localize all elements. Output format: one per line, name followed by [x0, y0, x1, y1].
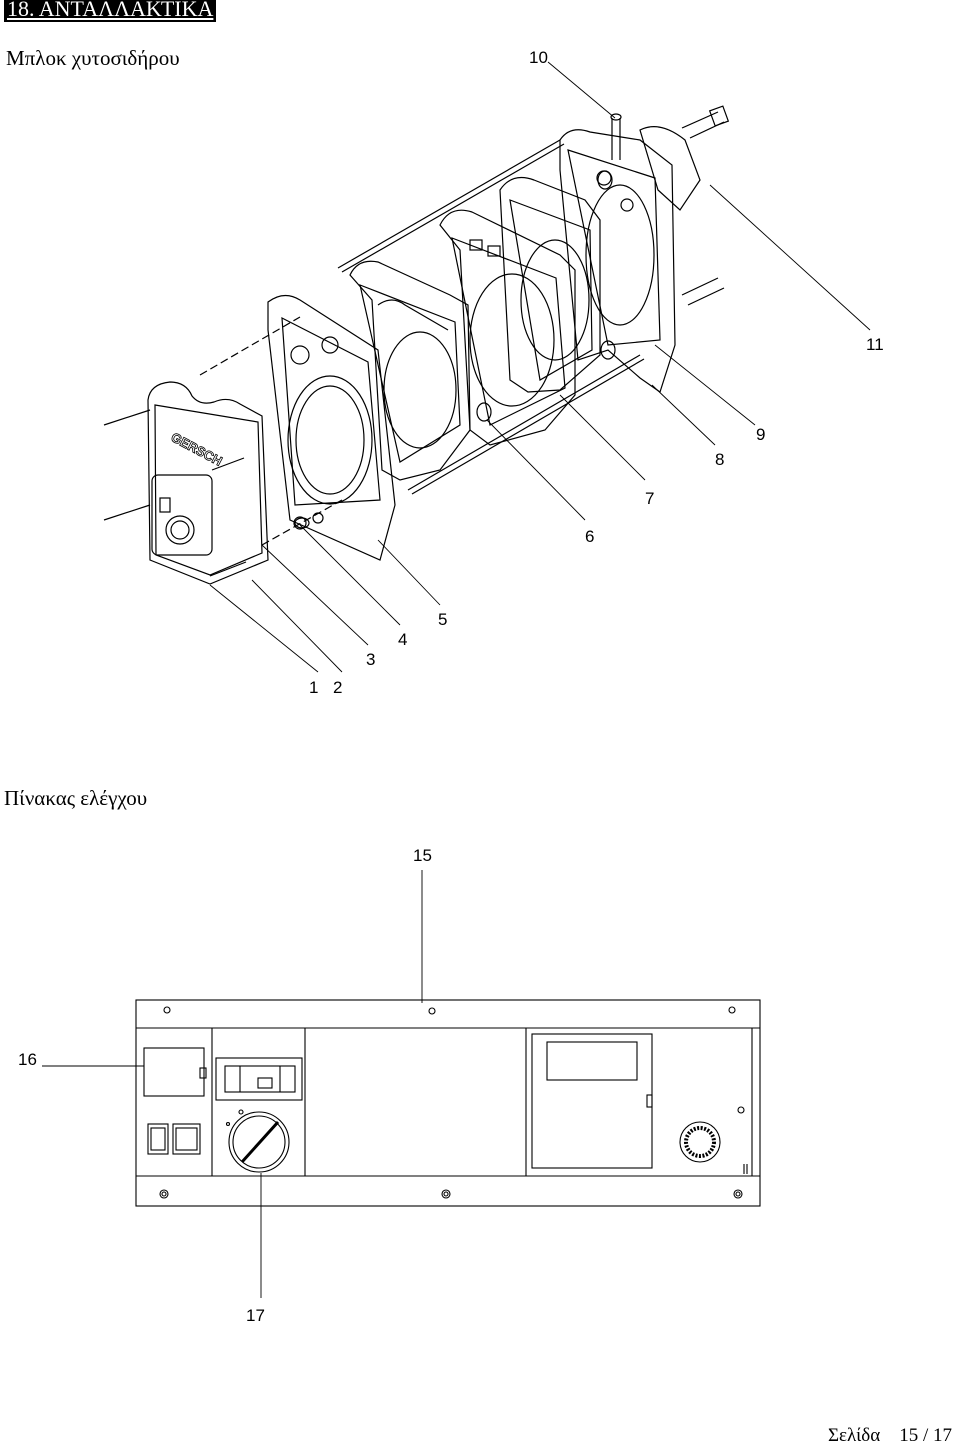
- leader-7: [559, 394, 646, 481]
- leader-3: [261, 544, 369, 646]
- footer-page-number: 15 / 17: [899, 1425, 952, 1446]
- cast-iron-block-drawing: GERSCH: [103, 61, 871, 673]
- leader-1: [209, 584, 319, 673]
- callout-17: 17: [246, 1306, 265, 1325]
- callout-11: 11: [866, 335, 884, 354]
- page-footer: Σελίδα 15 / 17: [828, 1425, 952, 1447]
- callout-3: 3: [366, 650, 376, 669]
- leader-5: [377, 539, 441, 606]
- callout-6: 6: [585, 527, 595, 546]
- callout-9: 9: [756, 425, 766, 444]
- page-heading: 18. ΑΝΤΑΛΛΑΚΤΙΚΑ: [4, 0, 217, 22]
- leader-11: [709, 184, 871, 331]
- leader-6: [486, 419, 586, 521]
- callout-5: 5: [438, 610, 448, 629]
- callout-7: 7: [645, 489, 655, 508]
- leader-8: [651, 384, 716, 446]
- block-brand-text: GERSCH: [169, 429, 225, 468]
- callout-1: 1: [309, 678, 319, 697]
- leader-10: [547, 61, 616, 119]
- section-title-control-panel: Πίνακας ελέγχου: [4, 786, 148, 810]
- callout-4: 4: [398, 630, 408, 649]
- leader-9: [654, 344, 756, 426]
- footer-label: Σελίδα: [827, 1425, 881, 1446]
- section-title-cast-iron-block: Μπλοκ χυτοσιδήρου: [6, 46, 180, 70]
- callout-2: 2: [333, 678, 343, 697]
- callout-10: 10: [529, 48, 548, 67]
- callout-8: 8: [715, 450, 725, 469]
- leader-2: [251, 579, 343, 673]
- callout-16: 16: [18, 1050, 37, 1069]
- callout-15: 15: [413, 846, 432, 865]
- leader-4: [299, 524, 401, 626]
